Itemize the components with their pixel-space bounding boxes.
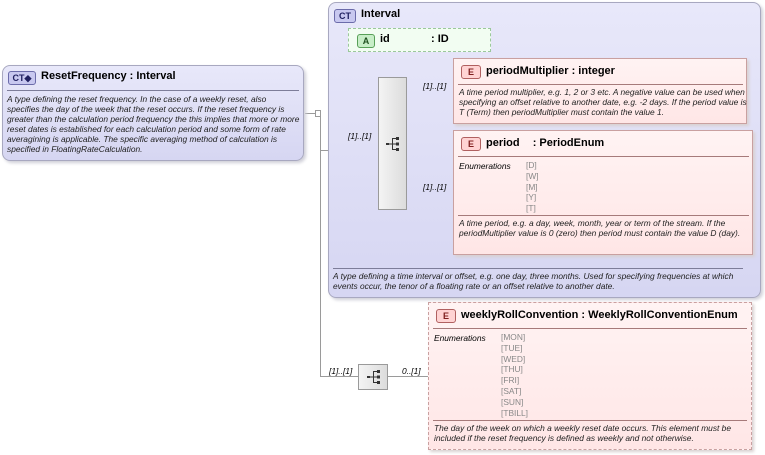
outer-sequence-multiplicity: [1]..[1] bbox=[329, 366, 353, 376]
period-multiplicity: [1]..[1] bbox=[423, 182, 447, 192]
connector-line bbox=[320, 113, 321, 376]
sequence-compositor bbox=[378, 77, 407, 210]
interval-title: Interval bbox=[361, 8, 401, 20]
element-type: : WeeklyRollConventionEnum bbox=[581, 309, 738, 321]
element-icon: E bbox=[461, 137, 481, 151]
complex-type-icon: CT◆ bbox=[8, 71, 36, 85]
sequence-icon bbox=[386, 137, 399, 151]
element-name: periodMultiplier bbox=[486, 65, 569, 77]
enumeration-value: [SAT] bbox=[501, 385, 522, 396]
divider bbox=[458, 84, 743, 85]
enumerations-label: Enumerations bbox=[434, 333, 486, 343]
period-title: period : PeriodEnum bbox=[486, 137, 604, 149]
enumeration-value: [THU] bbox=[501, 364, 523, 375]
attribute-icon: A bbox=[357, 34, 375, 48]
weekly-roll-convention-title: weeklyRollConvention : WeeklyRollConvent… bbox=[461, 309, 738, 321]
element-icon: E bbox=[461, 65, 481, 79]
weekly-roll-convention-description: The day of the week on which a weekly re… bbox=[434, 423, 731, 443]
divider bbox=[7, 90, 299, 91]
weekly-roll-multiplicity: 0..[1] bbox=[402, 366, 421, 376]
reset-frequency-description: A type defining the reset frequency. In … bbox=[7, 94, 300, 154]
period-box: E period : PeriodEnum Enumerations [D] [… bbox=[453, 130, 753, 255]
type-base: : Interval bbox=[129, 70, 176, 82]
connector-line bbox=[320, 376, 358, 377]
enumeration-value: [TBILL] bbox=[501, 407, 528, 418]
id-attribute-name: id bbox=[380, 33, 390, 45]
enumeration-value: [SUN] bbox=[501, 396, 524, 407]
element-icon: E bbox=[436, 309, 456, 323]
enumerations-label: Enumerations bbox=[459, 161, 511, 171]
period-multiplier-title: periodMultiplier : integer bbox=[486, 65, 615, 77]
divider bbox=[433, 328, 747, 329]
enumeration-value: [TUE] bbox=[501, 342, 523, 353]
enumeration-value: [W] bbox=[526, 170, 539, 181]
divider bbox=[458, 215, 749, 216]
element-name: period bbox=[486, 137, 520, 149]
enumeration-list: [MON] [TUE] [WED] [THU] [FRI] [SAT] [SUN… bbox=[501, 332, 528, 418]
element-name: weeklyRollConvention bbox=[461, 309, 579, 321]
id-attribute-box: A id : ID bbox=[348, 28, 491, 52]
connector-line bbox=[305, 113, 315, 114]
element-type: : PeriodEnum bbox=[532, 137, 605, 149]
reset-frequency-box: CT◆ ResetFrequency : Interval A type def… bbox=[2, 65, 304, 161]
enumeration-value: [T] bbox=[526, 203, 536, 214]
period-multiplier-box: E periodMultiplier : integer A time peri… bbox=[453, 58, 747, 124]
weekly-roll-convention-box: E weeklyRollConvention : WeeklyRollConve… bbox=[428, 302, 752, 450]
divider bbox=[333, 268, 743, 269]
divider bbox=[458, 156, 749, 157]
type-name: ResetFrequency bbox=[41, 70, 127, 82]
interval-sequence-multiplicity: [1]..[1] bbox=[348, 131, 372, 141]
connector-line bbox=[320, 150, 328, 151]
period-description: A time period, e.g. a day, week, month, … bbox=[459, 218, 741, 238]
complex-type-icon: CT bbox=[334, 9, 356, 23]
enumeration-value: [FRI] bbox=[501, 375, 520, 386]
enumeration-value: [Y] bbox=[526, 192, 537, 203]
enumeration-list: [D] [W] [M] [Y] [T] bbox=[526, 160, 539, 214]
element-type: : integer bbox=[571, 65, 615, 77]
outer-sequence-compositor bbox=[358, 364, 388, 390]
period-multiplier-multiplicity: [1]..[1] bbox=[423, 81, 447, 91]
interval-description: A type defining a time interval or offse… bbox=[333, 271, 734, 291]
enumeration-value: [M] bbox=[526, 181, 538, 192]
id-attribute-type: : ID bbox=[431, 33, 449, 45]
sequence-icon bbox=[367, 370, 380, 384]
divider bbox=[433, 420, 747, 421]
enumeration-value: [MON] bbox=[501, 332, 526, 342]
enumeration-value: [D] bbox=[526, 160, 537, 170]
reset-frequency-title: ResetFrequency : Interval bbox=[41, 70, 176, 82]
connector-line bbox=[388, 376, 428, 377]
enumeration-value: [WED] bbox=[501, 353, 526, 364]
period-multiplier-description: A time period multiplier, e.g. 1, 2 or 3… bbox=[459, 87, 747, 117]
